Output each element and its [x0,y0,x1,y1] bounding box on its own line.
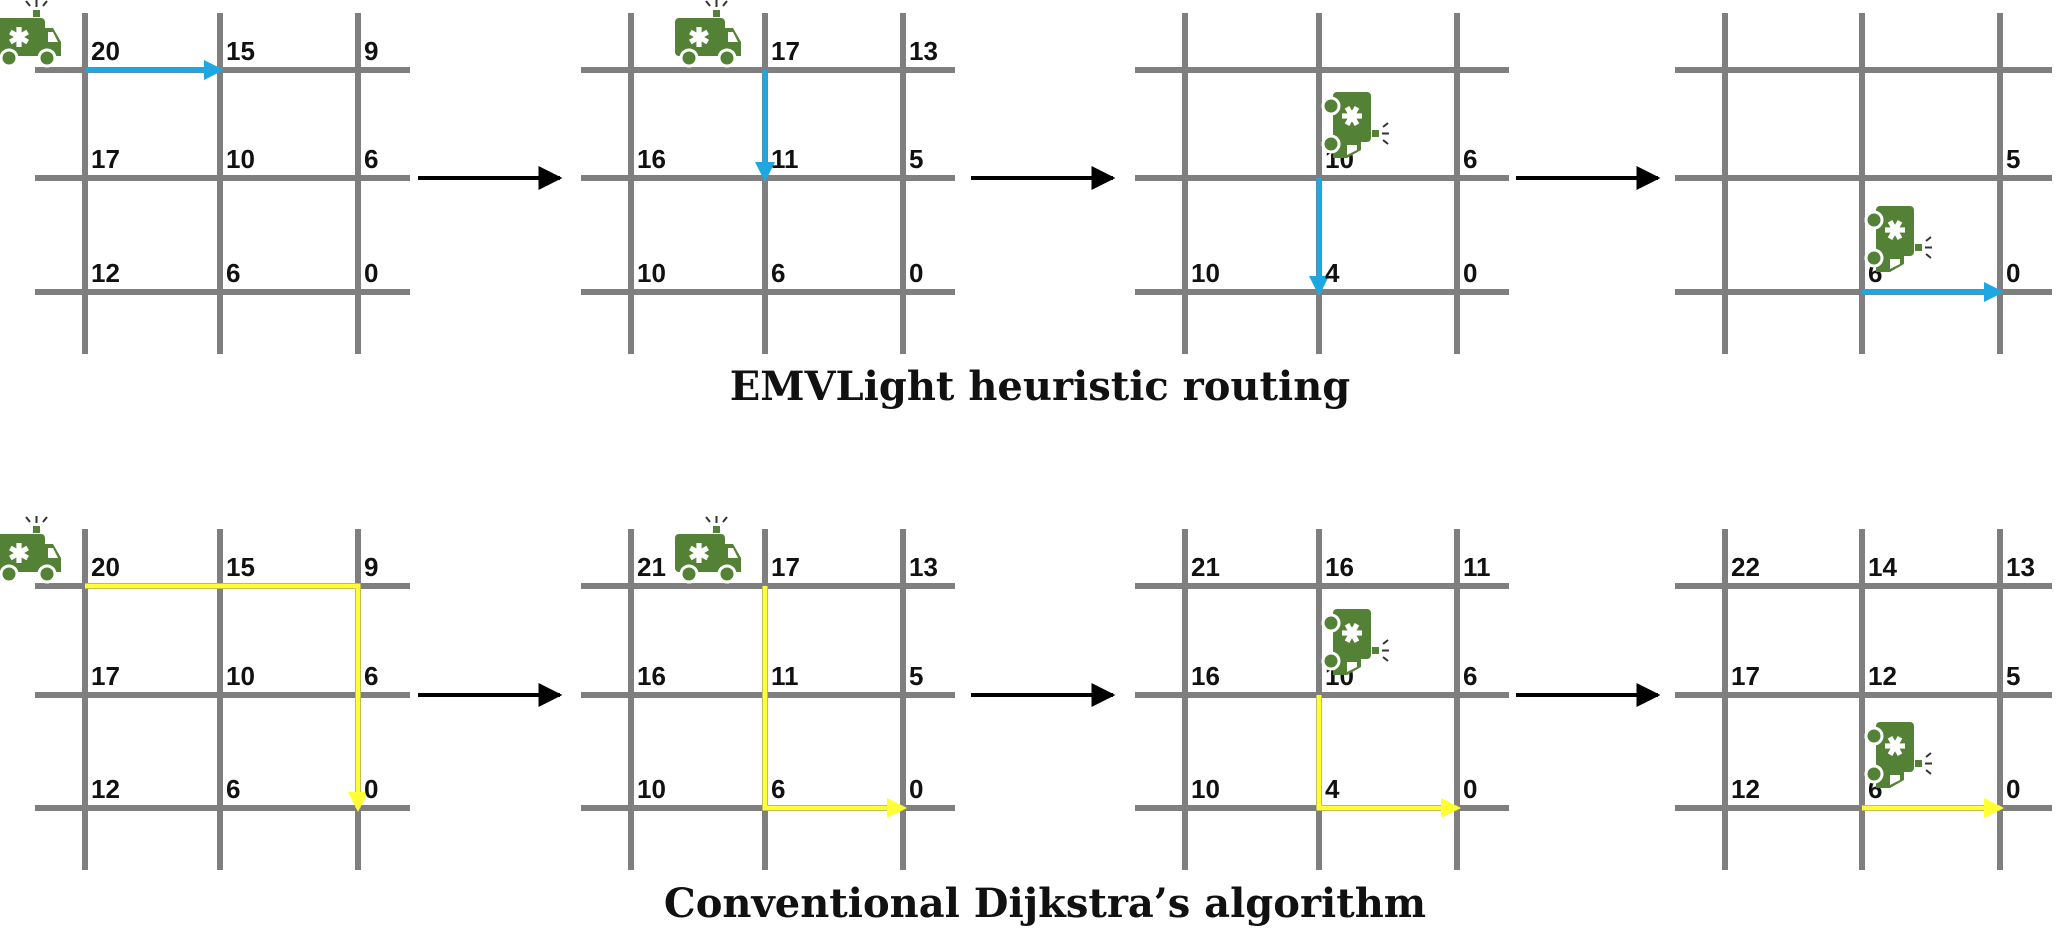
heuristic-panel-3-node-label: 6 [1463,144,1477,174]
dijkstra-panel-3-node-label: 0 [1463,774,1477,804]
heuristic-panel-1-node-label: 0 [364,258,378,288]
heuristic-panel-3-node-label: 10 [1191,258,1220,288]
dijkstra-panel-1-node-label: 12 [91,774,120,804]
heuristic-panel-2-grid [581,13,955,354]
heuristic-panel-2-node-label: 16 [637,144,666,174]
ambulance-icon [1321,609,1389,675]
dijkstra-panel-2-node-label: 17 [771,552,800,582]
dijkstra-panel-4-node-label: 0 [2006,774,2020,804]
dijkstra-panel-2-node-label: 21 [637,552,666,582]
row-title-dijkstra: Conventional Dijkstra’s algorithm [664,880,1426,927]
dijkstra-panel-1-node-label: 6 [226,774,240,804]
heuristic-panel-3-node-label: 4 [1325,258,1340,288]
label-layer: 20 15 9 17 10 6 12 6 0 17 13 16 11 5 10 6 0 10 6 10 4 0 5 6 0 20 1… [91,36,2035,804]
dijkstra-panel-3-node-label: 16 [1191,661,1220,691]
grid-layer [35,13,2052,870]
heuristic-panel-1-node-label: 12 [91,258,120,288]
heuristic-panel-4-grid [1675,13,2052,354]
ambulance-icon [1864,206,1932,272]
dijkstra-panel-2-node-label: 6 [771,774,785,804]
heuristic-panel-1-node-label: 6 [226,258,240,288]
ambulance-icon [0,0,61,68]
dijkstra-panel-1-node-label: 10 [226,661,255,691]
dijkstra-panel-3-node-label: 10 [1191,774,1220,804]
heuristic-panel-2-node-label: 13 [909,36,938,66]
heuristic-panel-1-node-label: 10 [226,144,255,174]
row-title-heuristic: EMVLight heuristic routing [730,363,1351,410]
heuristic-panel-1-node-label: 6 [364,144,378,174]
dijkstra-panel-4-node-label: 14 [1868,552,1897,582]
dijkstra-panel-4-node-label: 22 [1731,552,1760,582]
dijkstra-panel-2-node-label: 16 [637,661,666,691]
dijkstra-panel-4-node-label: 17 [1731,661,1760,691]
heuristic-panel-3-grid [1135,13,1509,354]
dijkstra-panel-4-node-label: 12 [1868,661,1897,691]
heuristic-panel-2-node-label: 17 [771,36,800,66]
heuristic-panel-3-node-label: 0 [1463,258,1477,288]
dijkstra-panel-3-node-label: 4 [1325,774,1340,804]
heuristic-panel-1-node-label: 9 [364,36,378,66]
transition-layer [418,166,1661,707]
dijkstra-panel-2-node-label: 11 [771,661,799,691]
heuristic-panel-2-node-label: 5 [909,144,923,174]
dijkstra-panel-4-node-label: 13 [2006,552,2035,582]
dijkstra-panel-2-route [762,586,907,818]
ambulance-icon [675,516,741,584]
heuristic-panel-2-node-label: 10 [637,258,666,288]
dijkstra-panel-3-node-label: 21 [1191,552,1220,582]
path-layer [85,60,2004,818]
heuristic-panel-1-node-label: 20 [91,36,120,66]
dijkstra-panel-1-node-label: 15 [226,552,255,582]
heuristic-panel-4-node-label: 5 [2006,144,2020,174]
dijkstra-panel-2-node-label: 10 [637,774,666,804]
dijkstra-panel-1-route [85,583,368,812]
dijkstra-panel-3-node-label: 6 [1463,661,1477,691]
ambulance-icon [1321,92,1389,158]
dijkstra-panel-1-node-label: 6 [364,661,378,691]
heuristic-panel-1-node-label: 15 [226,36,255,66]
ambulance-icon [0,516,61,584]
dijkstra-panel-3-node-label: 16 [1325,552,1354,582]
dijkstra-panel-1-node-label: 17 [91,661,120,691]
dijkstra-panel-3-node-label: 11 [1463,552,1491,582]
dijkstra-panel-1-node-label: 0 [364,774,378,804]
ambulance-layer [0,0,1932,788]
heuristic-panel-2-node-label: 11 [771,144,799,174]
dijkstra-panel-2-node-label: 0 [909,774,923,804]
dijkstra-panel-3-route [1316,695,1461,818]
ambulance-icon [1864,722,1932,788]
heuristic-panel-2-node-label: 0 [909,258,923,288]
dijkstra-panel-4-node-label: 12 [1731,774,1760,804]
heuristic-panel-1-node-label: 17 [91,144,120,174]
dijkstra-panel-4-node-label: 5 [2006,661,2020,691]
dijkstra-panel-2-node-label: 13 [909,552,938,582]
heuristic-panel-4-node-label: 0 [2006,258,2020,288]
dijkstra-panel-1-node-label: 9 [364,552,378,582]
heuristic-panel-2-node-label: 6 [771,258,785,288]
ambulance-icon [675,0,741,68]
dijkstra-panel-1-node-label: 20 [91,552,120,582]
dijkstra-panel-2-node-label: 5 [909,661,923,691]
